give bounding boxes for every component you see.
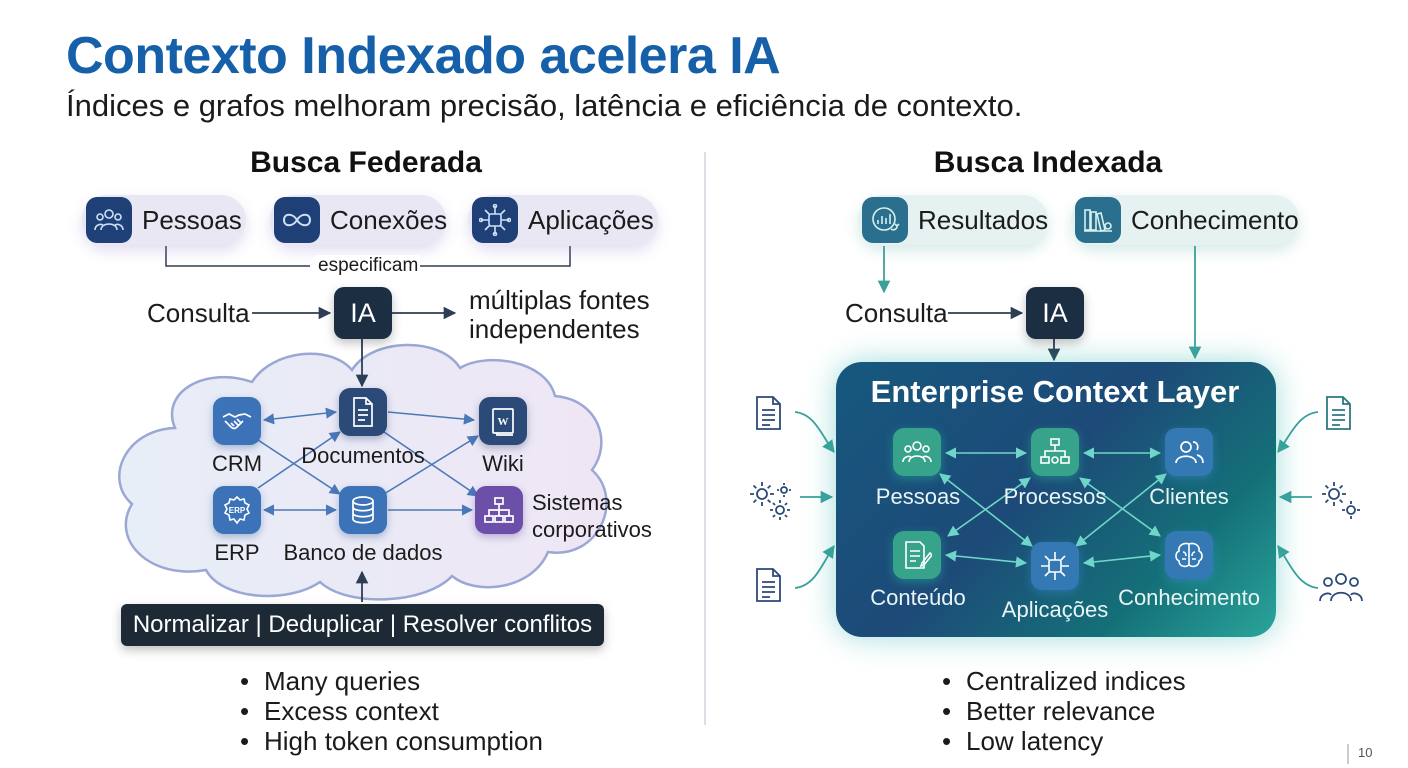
page-number: 10 [1358, 745, 1373, 760]
wiki-book-icon: W [492, 408, 514, 436]
document-icon [1322, 394, 1356, 437]
enterprise-context-layer [836, 362, 1276, 637]
crm-node[interactable] [213, 397, 261, 445]
list-item: Many queries [240, 666, 543, 696]
clientes-label: Clientes [1149, 484, 1229, 509]
pessoas-node[interactable] [893, 428, 941, 476]
wiki-node[interactable]: W [479, 397, 527, 445]
consulta-label-left: Consulta [147, 298, 250, 328]
list-item: Better relevance [942, 696, 1186, 726]
chip-icon [1041, 552, 1069, 580]
pill-resultados[interactable]: Resultados [858, 195, 1048, 245]
list-item: Excess context [240, 696, 543, 726]
left-heading: Busca Federada [250, 146, 482, 179]
erp-node[interactable]: ERP [213, 486, 261, 534]
pill-label: Conhecimento [1131, 204, 1299, 235]
ecl-title: Enterprise Context Layer [870, 374, 1240, 409]
svg-text:W: W [498, 416, 509, 428]
processos-node[interactable] [1031, 428, 1079, 476]
aplicacoes-label: Aplicações [1001, 597, 1109, 622]
multiple-sources-line2: independentes [469, 314, 640, 344]
list-item: Centralized indices [942, 666, 1186, 696]
erp-gear-icon: ERP [223, 495, 251, 525]
clientes-node[interactable] [1165, 428, 1213, 476]
sistemas-node[interactable] [475, 486, 523, 534]
right-bullets: Centralized indices Better relevance Low… [942, 666, 1186, 756]
crm-label: CRM [211, 451, 263, 476]
conhecimento-label: Conhecimento [1118, 585, 1260, 610]
pessoas-label: Pessoas [875, 484, 961, 509]
process-flow-icon [1040, 438, 1070, 464]
document-icon [752, 566, 786, 609]
page-subtitle: Índices e grafos melhoram precisão, latê… [66, 88, 1023, 123]
document-icon [353, 397, 373, 427]
consulta-label-right: Consulta [845, 298, 948, 328]
svg-text:ERP: ERP [229, 506, 246, 515]
content-edit-icon [905, 541, 932, 569]
brain-icon [1175, 542, 1203, 568]
handshake-icon [222, 413, 252, 430]
specify-bracket [165, 246, 571, 267]
list-item: High token consumption [240, 726, 543, 756]
gears-icon [1318, 478, 1364, 527]
banco-node[interactable] [339, 486, 387, 534]
people-icon [902, 441, 932, 463]
ia-label: IA [350, 297, 376, 328]
pill-label: Pessoas [142, 204, 242, 235]
books-icon [1075, 197, 1121, 243]
pill-conexoes[interactable]: Conexões [270, 195, 448, 245]
pill-pessoas[interactable]: Pessoas [82, 195, 246, 245]
people-icon [86, 197, 132, 243]
pill-aplicacoes[interactable]: Aplicações [468, 195, 658, 245]
database-icon [352, 496, 374, 524]
right-heading: Busca Indexada [933, 146, 1163, 179]
sistemas-label-line1: Sistemas [532, 490, 623, 515]
normalize-bar: Normalizar | Deduplicar | Resolver confl… [121, 604, 604, 646]
multiple-sources-line1: múltiplas fontes [469, 285, 650, 315]
aplicacoes-node[interactable] [1031, 542, 1079, 590]
documentos-label: Documentos [301, 443, 425, 468]
erp-label: ERP [214, 540, 260, 565]
sistemas-label: Sistemas corporativos [532, 489, 652, 543]
ia-box-left[interactable]: IA [334, 287, 392, 339]
org-chart-icon [484, 497, 514, 523]
left-bullets: Many queries Excess context High token c… [240, 666, 543, 756]
list-item: Low latency [942, 726, 1186, 756]
results-icon [862, 197, 908, 243]
conteudo-label: Conteúdo [870, 585, 966, 610]
banco-label: Banco de dados [283, 540, 443, 565]
conteudo-node[interactable] [893, 531, 941, 579]
document-icon [752, 394, 786, 437]
pill-label: Aplicações [528, 204, 654, 235]
multiple-sources-label: múltiplas fontes independentes [469, 286, 650, 344]
documentos-node[interactable] [339, 388, 387, 436]
infinity-icon [274, 197, 320, 243]
conhecimento-node[interactable] [1165, 531, 1213, 579]
sistemas-label-line2: corporativos [532, 517, 652, 542]
gears-icon [746, 478, 796, 527]
pill-label: Resultados [918, 204, 1049, 235]
people-icon [1318, 570, 1364, 609]
clients-icon [1175, 441, 1204, 464]
processos-label: Processos [1003, 484, 1107, 509]
pill-label: Conexões [330, 204, 448, 235]
page-title: Contexto Indexado acelera IA [66, 27, 781, 85]
wiki-label: Wiki [482, 451, 524, 476]
ia-box-right[interactable]: IA [1026, 287, 1084, 339]
bracket-label: especificam [316, 255, 421, 277]
chip-icon [472, 197, 518, 243]
ia-label: IA [1042, 297, 1068, 328]
pill-conhecimento[interactable]: Conhecimento [1071, 195, 1299, 245]
